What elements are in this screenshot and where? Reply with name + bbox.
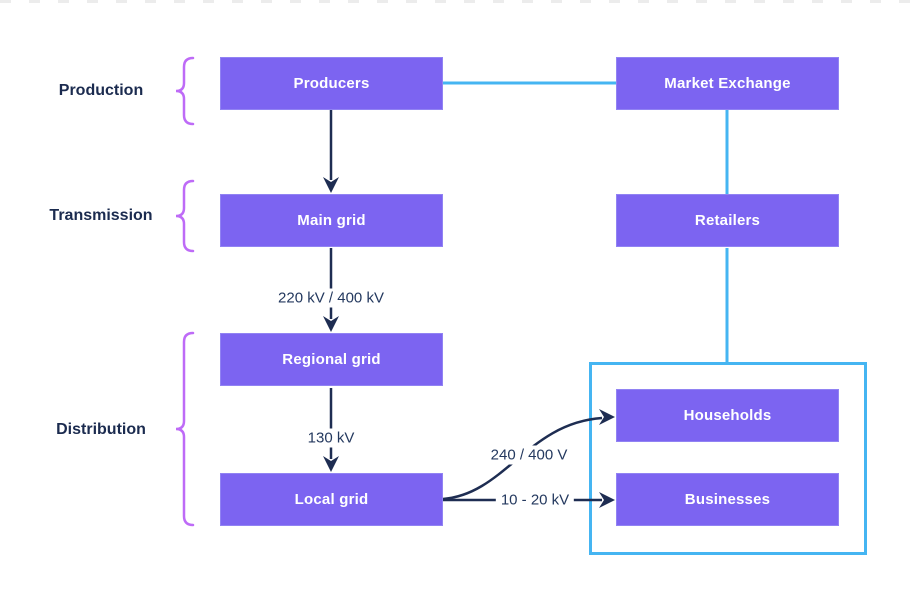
- node-regional-grid: Regional grid: [220, 333, 443, 386]
- node-retailers: Retailers: [616, 194, 839, 247]
- edge-label-130kv: 130 kV: [302, 428, 360, 448]
- stage-label-transmission: Transmission: [49, 207, 153, 224]
- arrowhead-regional-grid: [323, 316, 339, 332]
- node-market-exchange: Market Exchange: [616, 57, 839, 110]
- node-businesses: Businesses: [616, 473, 839, 526]
- arrowhead-main-grid: [323, 177, 339, 193]
- brace-production: [175, 56, 195, 126]
- node-producers: Producers: [220, 57, 443, 110]
- brace-transmission: [175, 179, 195, 253]
- edge-label-220kv-400kv: 220 kV / 400 kV: [273, 288, 389, 308]
- node-households: Households: [616, 389, 839, 442]
- edge-label-10-20kv: 10 - 20 kV: [495, 490, 575, 510]
- stage-label-distribution: Distribution: [56, 421, 146, 438]
- arrowhead-households: [599, 409, 615, 425]
- arrowhead-local-grid: [323, 456, 339, 472]
- node-main-grid: Main grid: [220, 194, 443, 247]
- arrowhead-businesses: [599, 492, 615, 508]
- node-local-grid: Local grid: [220, 473, 443, 526]
- brace-distribution: [175, 331, 195, 527]
- edge-label-240-400v: 240 / 400 V: [485, 445, 573, 465]
- stage-label-production: Production: [58, 82, 144, 99]
